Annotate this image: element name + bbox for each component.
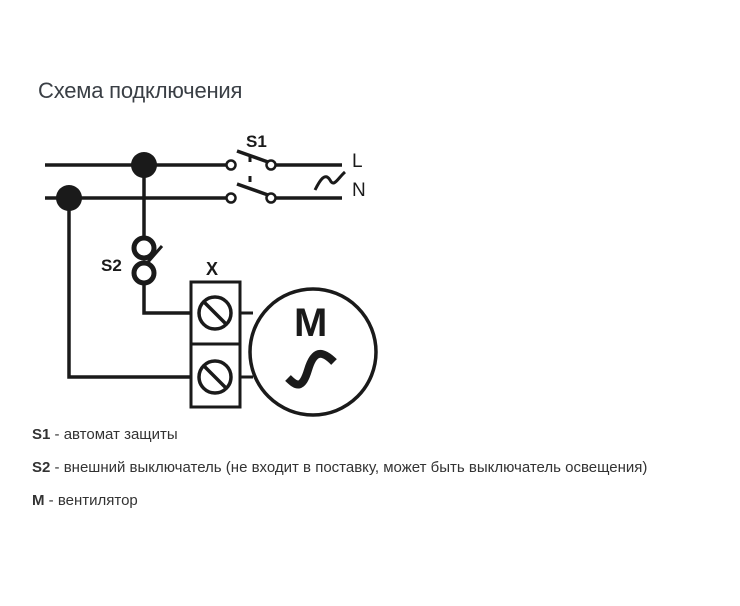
legend-item-s1: S1 - автомат защиты [32, 426, 178, 443]
label-n: N [352, 180, 366, 201]
ac-symbol [313, 170, 347, 191]
label-x: X [206, 259, 218, 279]
wiring-diagram: S1 L N S2 X M [45, 132, 378, 417]
label-m: M [294, 301, 327, 345]
s1-contact-n [236, 182, 269, 197]
junction-l [131, 152, 157, 178]
page-title: Схема подключения [38, 78, 243, 103]
motor-symbol [248, 287, 378, 417]
legend-item-m: M - вентилятор [32, 492, 138, 509]
label-l: L [352, 151, 363, 172]
legend-item-s2: S2 - внешний выключатель (не входит в по… [32, 459, 648, 476]
label-s2: S2 [101, 256, 122, 275]
label-s1: S1 [246, 132, 267, 151]
s1-contact-l [236, 149, 269, 164]
junction-n [56, 185, 82, 211]
